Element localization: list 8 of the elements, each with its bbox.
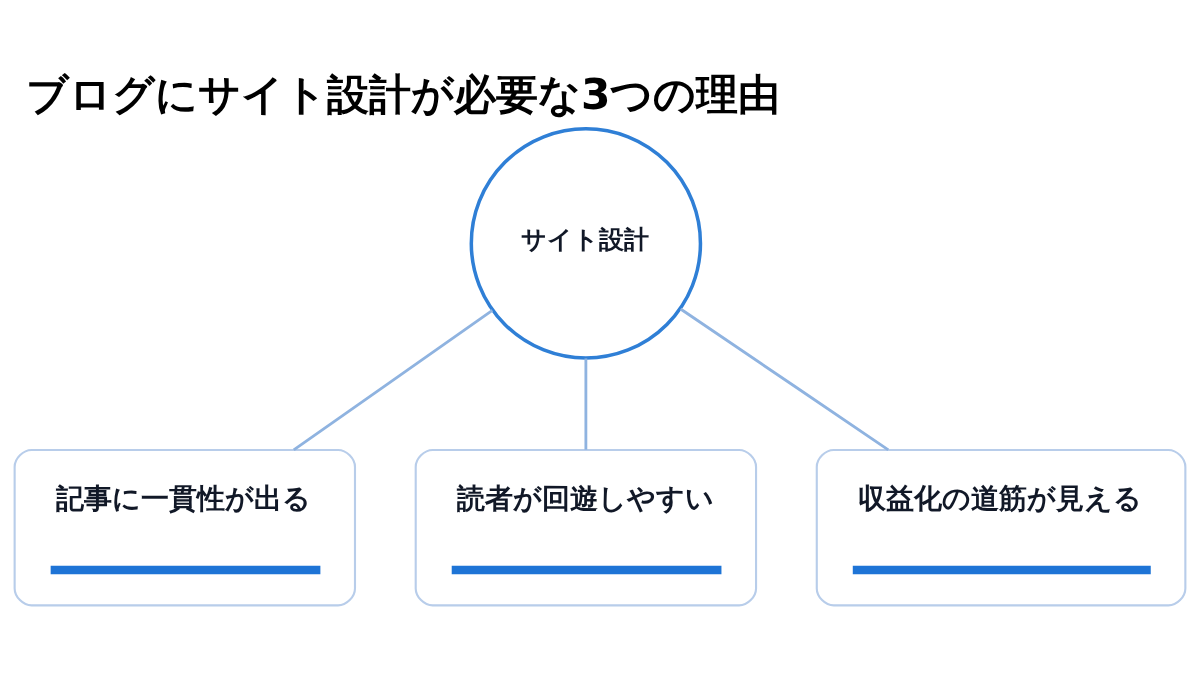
diagram-title: ブログにサイト設計が必要な3つの理由 — [25, 69, 781, 119]
node-box: 収益化の道筋が見える — [815, 448, 1187, 606]
connector — [584, 357, 588, 450]
connector — [679, 307, 890, 451]
node-box: 読者が回遊しやすい — [414, 448, 758, 606]
node-box: 記事に一貫性が出る — [13, 448, 357, 606]
connector — [292, 308, 494, 451]
node-circle: サイト設計 — [469, 126, 703, 360]
